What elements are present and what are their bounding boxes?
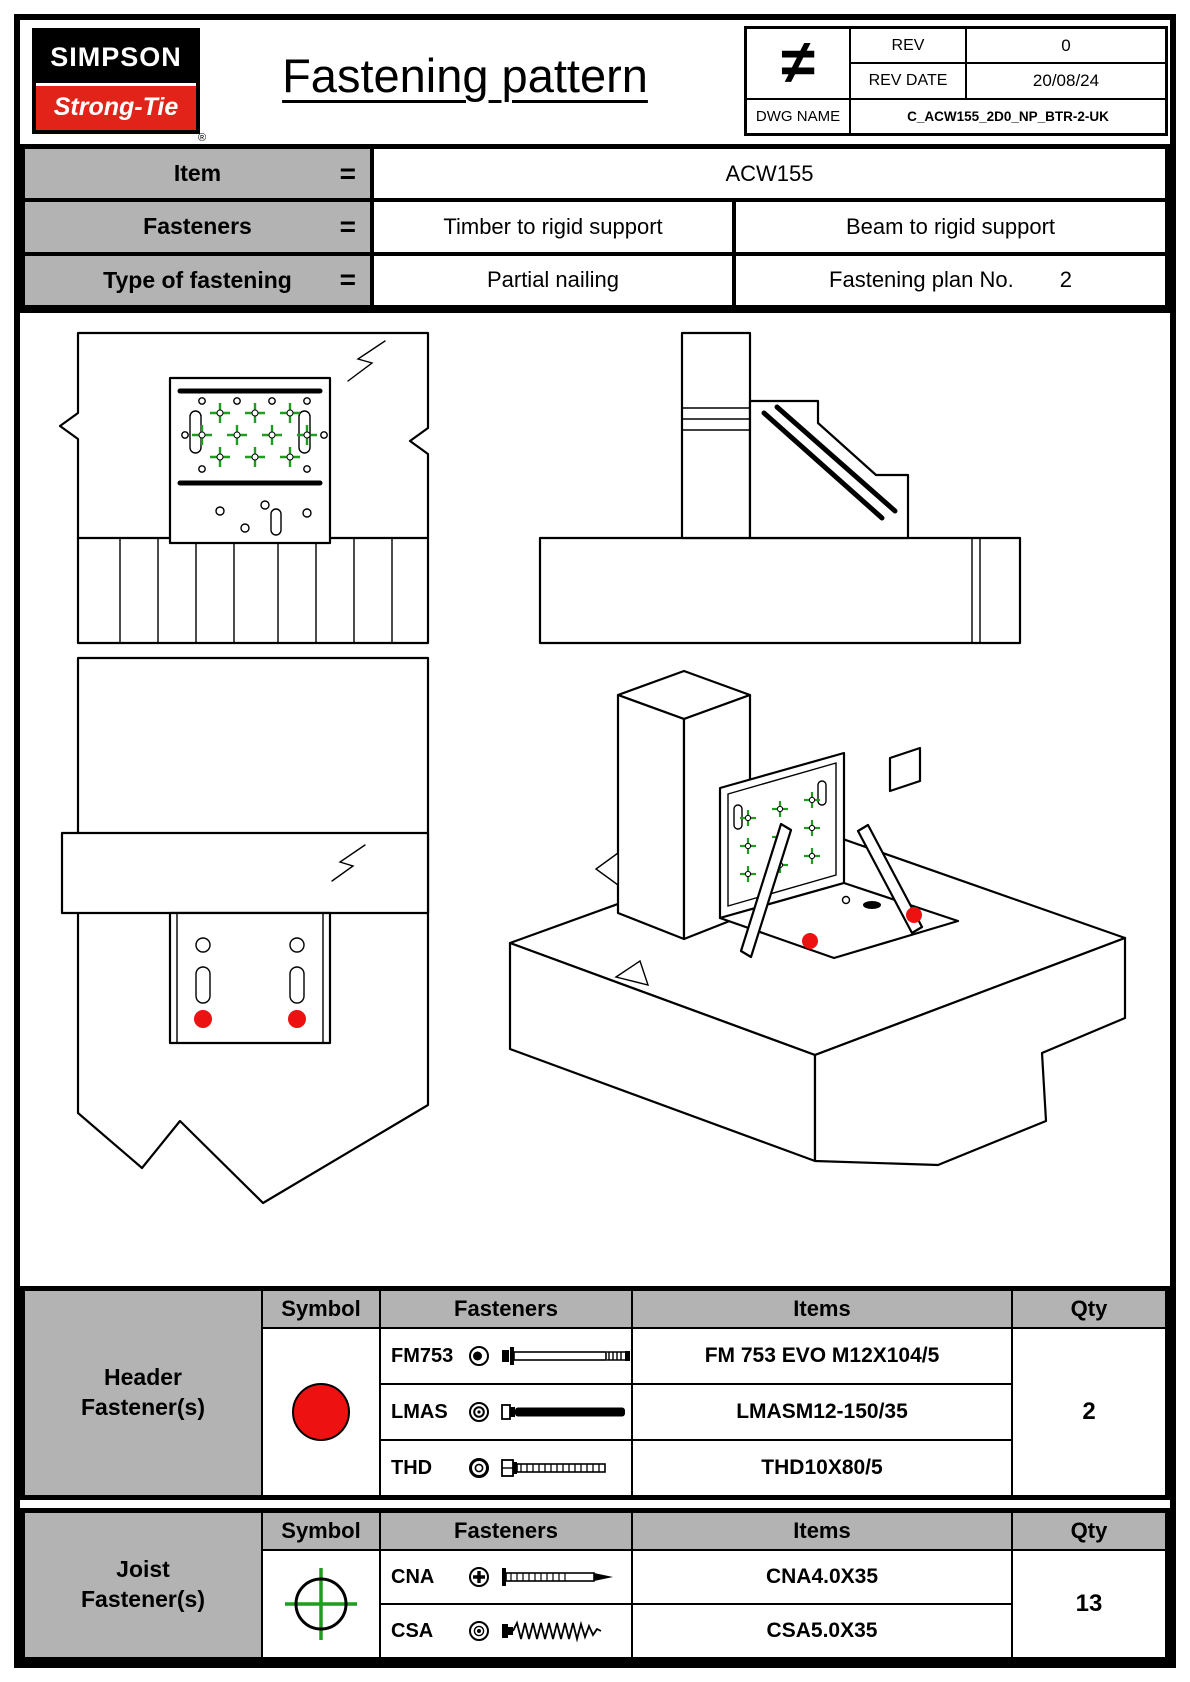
- fastener-item: CNA4.0X35: [632, 1550, 1012, 1604]
- fm753-bolt-icon: [502, 1347, 630, 1365]
- info-table: Item = ACW155 Fasteners = Timber to rigi…: [20, 144, 1170, 310]
- front-view: [58, 331, 430, 645]
- fastener-code: CSA: [391, 1619, 434, 1642]
- simpson-strongtie-logo: SIMPSON Strong-Tie: [32, 28, 200, 134]
- equals-sign: =: [339, 264, 356, 296]
- rev-value: 0: [966, 28, 1166, 64]
- type-of-fastening-label: Type of fastening: [103, 266, 292, 293]
- registered-mark: ®: [198, 132, 207, 144]
- fastener-code: CNA: [391, 1565, 435, 1588]
- isometric-view: [508, 669, 1127, 1167]
- header-fasteners-qty: 2: [1012, 1328, 1166, 1496]
- column-items: Items: [632, 1512, 1012, 1550]
- rev-label: REV: [850, 28, 966, 64]
- column-qty: Qty: [1012, 1512, 1166, 1550]
- header-fasteners-section-label: Header Fastener(s): [24, 1290, 262, 1496]
- fastener-row-lmas: LMAS: [380, 1384, 632, 1440]
- rev-date-label: REV DATE: [850, 63, 966, 99]
- joist-fastener-symbol: [285, 1568, 357, 1640]
- dwg-name-label: DWG NAME: [746, 98, 850, 134]
- fastening-plan-cell: Fastening plan No. 2: [734, 253, 1167, 307]
- fasteners-timber-cell: Timber to rigid support: [372, 200, 734, 254]
- item-label-cell: Item =: [23, 147, 372, 201]
- fastener-row-fm753: FM753: [380, 1328, 632, 1384]
- fastener-item: CSA5.0X35: [632, 1604, 1012, 1658]
- fastener-row-cna: CNA: [380, 1550, 632, 1604]
- item-value-cell: ACW155: [372, 147, 1167, 201]
- column-fasteners: Fasteners: [380, 1290, 632, 1328]
- lmas-head-icon: [469, 1402, 489, 1422]
- header-fastener-marker: [802, 933, 818, 949]
- fastener-code: FM753: [391, 1344, 454, 1367]
- column-qty: Qty: [1012, 1290, 1166, 1328]
- fastening-plan-label: Fastening plan No.: [829, 267, 1014, 293]
- fasteners-beam-cell: Beam to rigid support: [734, 200, 1167, 254]
- page-title: Fastening pattern: [282, 49, 648, 102]
- fasteners-label-cell: Fasteners =: [23, 200, 372, 254]
- not-equal-icon: ≠: [746, 28, 850, 99]
- item-label: Item: [173, 160, 222, 187]
- fastener-item: LMASM12-150/35: [632, 1384, 1012, 1440]
- dwg-name-value: C_ACW155_2D0_NP_BTR-2-UK: [850, 98, 1166, 134]
- revision-block: ≠ REV 0 REV DATE 20/08/24 DWG NAME C_ACW…: [744, 26, 1168, 136]
- fastener-item: THD10X80/5: [632, 1440, 1012, 1496]
- header-fastener-marker: [288, 1010, 306, 1028]
- thd-head-icon: [469, 1458, 489, 1478]
- fastener-code: LMAS: [391, 1400, 448, 1423]
- header-fastener-symbol: [292, 1383, 350, 1441]
- header-fastener-marker: [194, 1010, 212, 1028]
- joist-fastener-symbol-cell: [262, 1550, 380, 1658]
- drawing-area: [20, 310, 1170, 1286]
- logo-simpson: SIMPSON: [36, 32, 196, 83]
- column-symbol: Symbol: [262, 1512, 380, 1550]
- rev-date-value: 20/08/24: [966, 63, 1166, 99]
- equals-sign: =: [339, 157, 356, 189]
- equals-sign: =: [339, 210, 356, 242]
- fasteners-label: Fasteners: [143, 213, 252, 240]
- fm753-head-icon: [469, 1346, 489, 1366]
- joist-fasteners-table: Joist Fastener(s) Symbol Fasteners Items…: [20, 1508, 1170, 1662]
- joist-fasteners-qty: 13: [1012, 1550, 1166, 1658]
- technical-drawing: [58, 331, 1127, 1205]
- header-fasteners-table: Header Fastener(s) Symbol Fasteners Item…: [20, 1286, 1170, 1500]
- bottom-view: [60, 656, 430, 1205]
- type-value-cell: Partial nailing: [372, 253, 734, 307]
- cna-head-icon: [469, 1567, 489, 1587]
- fastener-row-thd: THD: [380, 1440, 632, 1496]
- fastening-plan-number: 2: [1059, 267, 1072, 293]
- thd-bolt-icon: [501, 1459, 606, 1477]
- csa-screw-icon: [502, 1620, 602, 1643]
- csa-head-icon: [469, 1621, 489, 1641]
- fastener-code: THD: [391, 1456, 433, 1479]
- column-fasteners: Fasteners: [380, 1512, 632, 1550]
- logo-strongtie: Strong-Tie: [36, 82, 196, 130]
- side-view: [538, 331, 1022, 645]
- fastener-item: FM 753 EVO M12X104/5: [632, 1328, 1012, 1384]
- header-fastener-symbol-cell: [262, 1328, 380, 1496]
- lmas-bolt-icon: [501, 1404, 625, 1420]
- type-label-cell: Type of fastening =: [23, 253, 372, 307]
- joist-fasteners-section-label: Joist Fastener(s): [24, 1512, 262, 1658]
- column-symbol: Symbol: [262, 1290, 380, 1328]
- header-fastener-marker: [906, 907, 922, 923]
- cna-nail-icon: [502, 1568, 613, 1586]
- fastener-row-csa: CSA: [380, 1604, 632, 1658]
- column-items: Items: [632, 1290, 1012, 1328]
